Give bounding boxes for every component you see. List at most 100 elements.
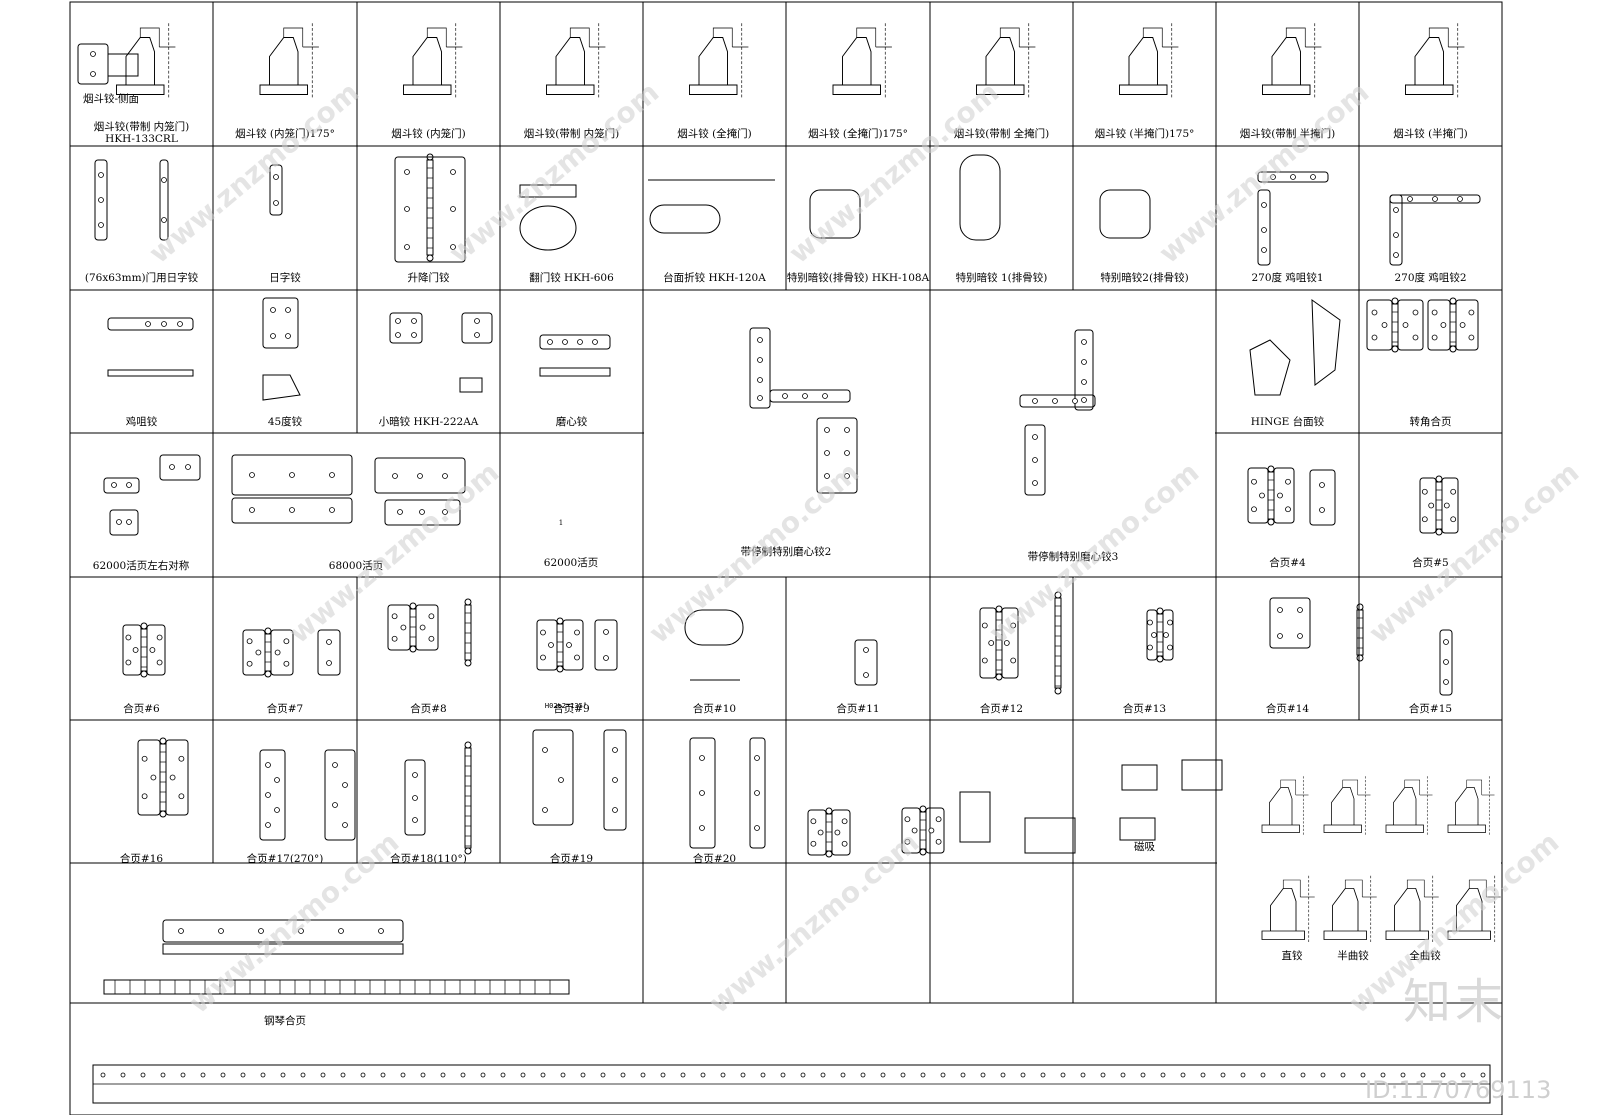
cock-hinge-1-h — [1257, 171, 1329, 183]
strip-hole — [1020, 1072, 1026, 1078]
caption-line: 烟斗铰(带制 全掩门) — [954, 127, 1050, 140]
dim-drawing-b — [1024, 817, 1076, 854]
strip-hole — [940, 1072, 946, 1078]
screw-hole — [428, 613, 435, 620]
strip-hole — [420, 1072, 426, 1078]
strip-hole — [720, 1072, 726, 1078]
hinge-arm — [698, 37, 728, 86]
strip-hole — [440, 1072, 446, 1078]
screw-hole — [824, 450, 830, 456]
hinge-sketches — [77, 23, 1501, 1104]
hinge-4-b — [1309, 469, 1336, 526]
hinge-knuckle — [1435, 475, 1443, 536]
strip-hole — [100, 1072, 106, 1078]
screw-hole — [1440, 322, 1447, 328]
knuckle-barrel — [919, 811, 927, 850]
screw-hole — [603, 629, 609, 635]
screw-hole — [1421, 488, 1428, 495]
hinge-base — [1405, 84, 1454, 95]
strip-hole — [980, 1072, 986, 1078]
caption-r4-5: 合页#11 — [836, 702, 879, 715]
knuckle-barrel — [825, 813, 833, 852]
caption-r0-7: 烟斗铰 (半掩门)175° — [1095, 127, 1195, 140]
plate-outline — [1257, 171, 1329, 183]
knuckle-barrel — [556, 623, 564, 667]
plate-outline — [77, 43, 109, 85]
small-mark: 1 — [559, 519, 563, 527]
finial-bottom — [1391, 345, 1399, 353]
hinge-base — [1323, 930, 1367, 940]
screw-hole — [810, 840, 817, 847]
plate-outline — [769, 389, 851, 403]
screw-hole — [558, 777, 564, 783]
screw-hole — [90, 71, 96, 77]
screw-hole — [289, 507, 295, 513]
hinge-arm-inner — [139, 27, 160, 48]
caption-line: 合页#8 — [410, 702, 446, 715]
caption-r3-1: 68000活页 — [329, 560, 383, 572]
hinge-18-a — [404, 759, 426, 836]
hinge-19-b — [603, 729, 627, 831]
plate-outline — [539, 334, 611, 350]
hinge-68000-b — [231, 497, 353, 524]
piano-hinge-knuckles — [162, 943, 404, 955]
screw-hole — [1297, 633, 1303, 639]
hinge-base — [1261, 824, 1300, 833]
hinge-8-side — [464, 598, 472, 667]
hinge-plate — [536, 619, 558, 671]
caption-half-bend-hinge: 半曲铰 — [1337, 949, 1369, 962]
plate-outline — [1389, 194, 1481, 204]
caption-r0-8: 烟斗铰(带制 半掩门) — [1240, 127, 1336, 140]
strip-hole — [640, 1072, 646, 1078]
screw-hole — [283, 660, 290, 667]
watermark-text: www.znzmo.com — [783, 76, 1006, 270]
screw-hole — [822, 393, 828, 399]
screw-hole — [935, 838, 942, 845]
plate-outline — [94, 159, 108, 241]
hinge-arm — [1331, 787, 1355, 825]
caption-r1-0: (76x63mm)门用日字铰 — [85, 271, 199, 284]
screw-hole — [1261, 227, 1267, 233]
screw-hole — [1443, 502, 1450, 509]
screw-hole — [1381, 322, 1388, 328]
finial-top — [556, 617, 564, 625]
plate-outline — [242, 629, 266, 676]
finial-top — [1449, 297, 1457, 305]
screw-hole — [1277, 492, 1283, 499]
magnet-catch-c — [1119, 817, 1156, 841]
screw-hole — [126, 482, 132, 488]
strip-hole — [1140, 1072, 1146, 1078]
hinge-base — [1447, 824, 1486, 833]
screw-hole — [1032, 457, 1038, 463]
strip-hole — [960, 1072, 966, 1078]
caption-full-bend-hinge: 全曲铰 — [1409, 949, 1441, 962]
caption-r5-3: 合页#19 — [550, 852, 593, 865]
caption-r5-1: 合页#17(270°) — [247, 852, 324, 865]
plate-outline — [816, 417, 858, 494]
screw-hole — [1393, 207, 1399, 213]
screw-hole — [169, 774, 176, 781]
hinge-arm-inner — [1342, 779, 1359, 795]
strip-hole — [400, 1072, 406, 1078]
hinge-arm — [412, 37, 442, 86]
screw-hole — [574, 629, 580, 636]
screw-hole — [428, 635, 435, 642]
strip-hole — [1400, 1072, 1406, 1078]
strip-hole — [140, 1072, 146, 1078]
caption-line: 半曲铰 — [1337, 949, 1369, 962]
screw-hole — [392, 473, 398, 479]
hinge-arm-inner — [283, 27, 304, 48]
knuckle-barrel — [264, 633, 272, 672]
screw-hole — [161, 321, 167, 327]
caption-r1-9: 270度 鸡咀铰2 — [1394, 271, 1466, 284]
plate-outline — [1397, 299, 1424, 351]
screw-hole — [612, 777, 618, 783]
hinge-14 — [1269, 597, 1311, 649]
plate-outline — [387, 604, 411, 651]
knuckle-barrel — [1391, 303, 1399, 347]
side-view-body — [107, 53, 139, 77]
hinge-plate — [146, 624, 166, 676]
caption-r0-6: 烟斗铰(带制 全掩门) — [954, 127, 1050, 140]
screw-hole — [474, 318, 480, 324]
caption-line: 鸡咀铰 — [126, 415, 158, 428]
